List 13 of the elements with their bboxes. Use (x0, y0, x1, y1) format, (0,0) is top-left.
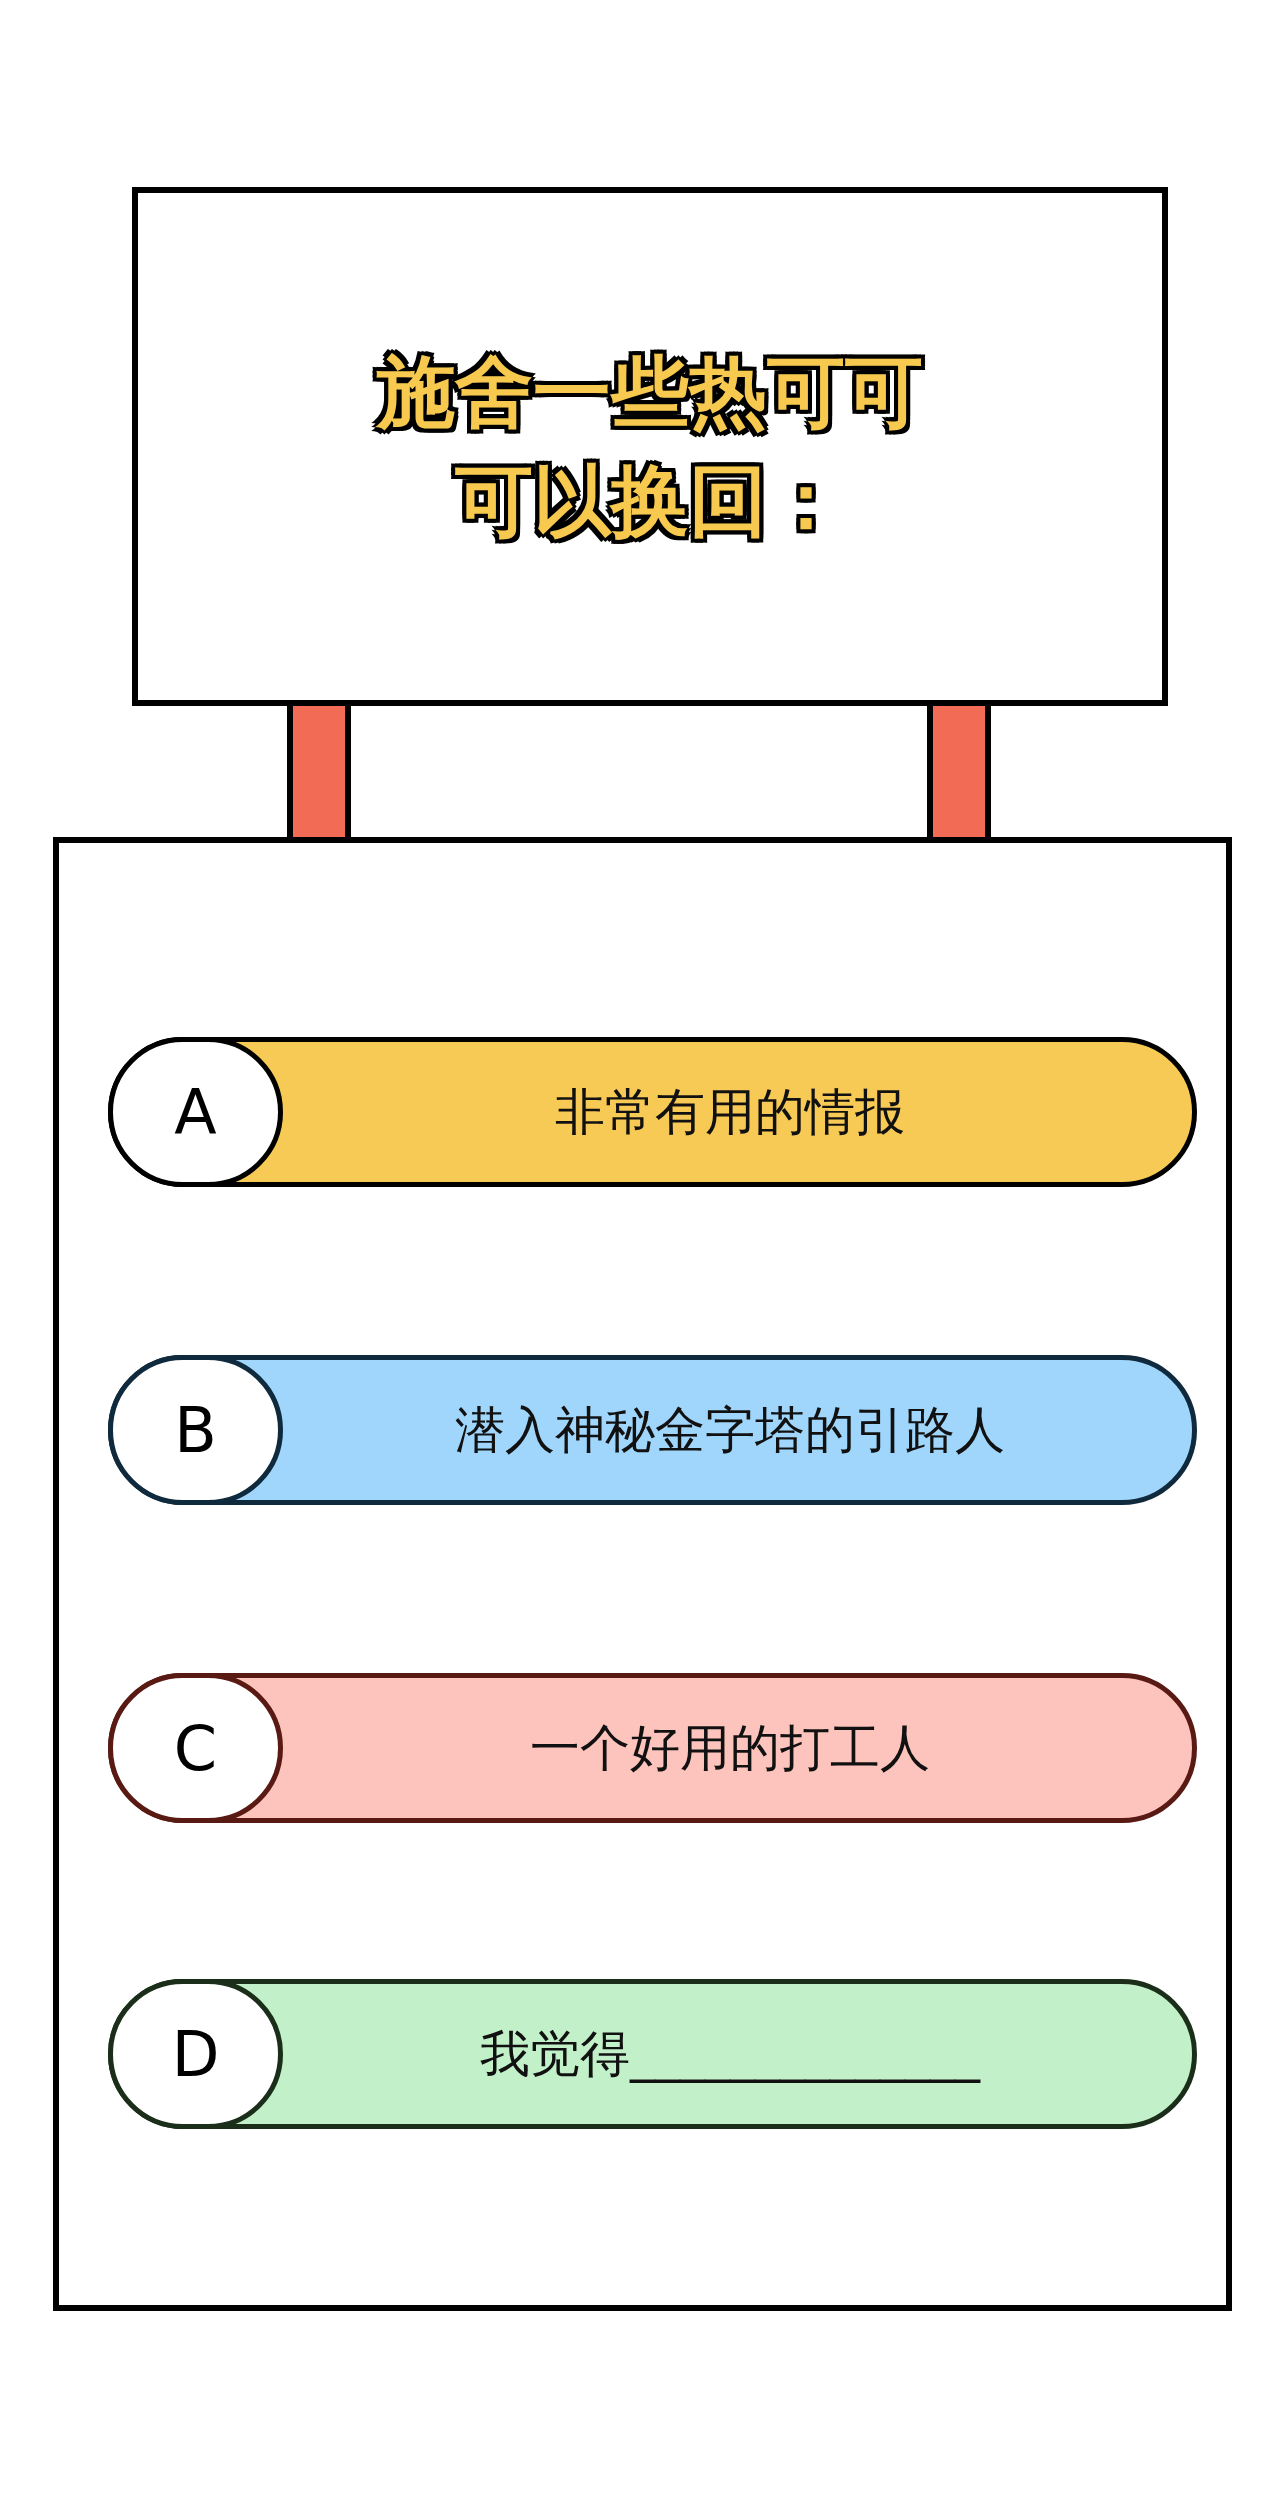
option-letter: C (108, 1673, 283, 1823)
sign-board (132, 187, 1168, 706)
option-letter: A (108, 1037, 283, 1187)
board-panel (53, 837, 1232, 2311)
sign-post (287, 706, 351, 837)
option-text: 我觉得______________ (480, 2023, 980, 2085)
sign-post (927, 706, 991, 837)
option-text: 非常有用的情报 (555, 1081, 905, 1143)
option-text: 一个好用的打工人 (530, 1717, 930, 1779)
option-letter: B (108, 1355, 283, 1505)
option-text: 潜入神秘金字塔的引路人 (455, 1399, 1005, 1461)
sign-title: 施舍一些热可可可以换回： (374, 345, 924, 548)
option-letter: D (108, 1979, 283, 2129)
